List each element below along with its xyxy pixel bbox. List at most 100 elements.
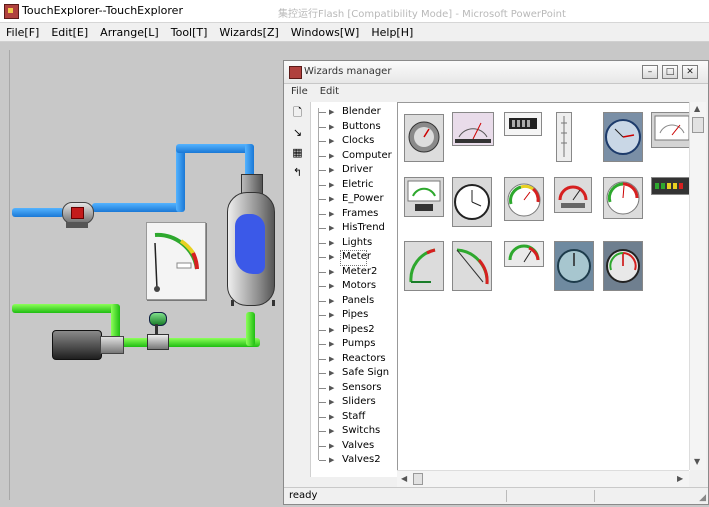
scroll-down-icon[interactable]: ▼ [694,457,701,466]
centrifugal-pump[interactable] [62,198,94,228]
widget-thumb[interactable] [556,112,572,162]
expand-arrow-icon[interactable]: ▶ [329,456,335,464]
widget-gallery[interactable] [397,102,693,471]
blue-pipe-top[interactable] [176,144,254,153]
blue-pipe-drop[interactable] [245,144,254,178]
widget-thumb[interactable] [504,112,542,136]
wizards-manager-titlebar[interactable]: Wizards manager – □ ✕ [284,61,708,84]
tree-branch [319,228,326,229]
scroll-left-icon[interactable]: ◀ [401,474,408,483]
widget-thumb[interactable] [452,112,494,146]
reactor-vessel[interactable] [227,174,275,306]
expand-arrow-icon[interactable]: ▶ [329,151,335,160]
blue-pipe-riser[interactable] [176,146,185,212]
expand-arrow-icon[interactable]: ▶ [329,166,335,174]
expand-arrow-icon[interactable]: ▶ [329,296,335,305]
green-pipe-down[interactable] [111,304,120,342]
widget-thumb[interactable] [404,241,444,291]
widget-thumb[interactable] [452,177,492,227]
expand-arrow-icon[interactable]: ▶ [329,427,335,435]
expand-arrow-icon[interactable]: ▶ [329,311,335,319]
blue-pipe-inlet[interactable] [12,208,64,217]
green-pipe-riser[interactable] [246,312,255,346]
category-tree[interactable]: ▶Blender▶Buttons▶Clocks▶Computer▶Driver▶… [310,102,397,477]
expand-arrow-icon[interactable]: ▶ [329,122,335,131]
widget-thumb[interactable] [504,177,544,221]
tree-connector [318,108,319,460]
resize-grip-icon[interactable]: ◢ [699,493,706,503]
palette-button[interactable]: ▦ [290,145,305,160]
expand-arrow-icon[interactable]: ▶ [329,325,335,334]
expand-arrow-icon[interactable]: ▶ [329,253,335,261]
curve-button[interactable]: ↰ [290,165,305,180]
expand-arrow-icon[interactable]: ▶ [329,441,335,450]
new-page-button[interactable]: 🗋 [290,105,305,120]
electric-motor[interactable] [52,330,124,360]
expand-arrow-icon[interactable]: ▶ [329,108,335,116]
gallery-vertical-scrollbar[interactable]: ▲ ▼ [689,102,706,470]
category-label: Frames [342,207,379,219]
tree-branch [319,257,326,258]
expand-arrow-icon[interactable]: ▶ [329,354,335,363]
green-pipe-top[interactable] [12,304,118,313]
horizontal-scroll-thumb[interactable] [413,473,423,485]
expand-arrow-icon[interactable]: ▶ [329,238,335,247]
category-label: Driver [342,164,373,175]
expand-arrow-icon[interactable]: ▶ [329,195,335,203]
widget-thumb[interactable] [651,112,693,148]
widget-thumb[interactable] [603,112,643,162]
widget-thumb[interactable] [404,177,444,217]
expand-arrow-icon[interactable]: ▶ [329,267,335,276]
tree-branch [319,445,326,447]
wm-menu-file[interactable]: File [291,86,308,97]
menu-wizards[interactable]: Wizards[Z] [219,26,279,39]
wizards-manager-window[interactable]: Wizards manager – □ ✕ File Edit 🗋 ↘ ▦ ↰ ▶… [283,60,709,505]
widget-thumb[interactable] [603,177,643,219]
vertical-scroll-thumb[interactable] [692,117,704,133]
widget-thumb[interactable] [554,177,592,213]
quarter-meter-icon [409,248,436,283]
expand-arrow-icon[interactable]: ▶ [329,369,335,377]
menu-edit[interactable]: Edit[E] [51,26,89,39]
expand-arrow-icon[interactable]: ▶ [329,383,335,392]
menu-help[interactable]: Help[H] [371,26,414,39]
expand-arrow-icon[interactable]: ▶ [329,398,335,406]
flow-valve[interactable] [147,312,169,352]
expand-arrow-icon[interactable]: ▶ [329,180,335,189]
minimize-button[interactable]: – [642,65,658,79]
scroll-right-icon[interactable]: ▶ [677,474,684,483]
category-label: Pumps [342,338,376,349]
widget-thumb[interactable] [452,241,492,291]
scroll-up-icon[interactable]: ▲ [694,104,701,113]
wizards-toolbar: 🗋 ↘ ▦ ↰ [288,105,308,193]
green-pipe-bottom[interactable] [120,338,260,347]
tree-branch [319,271,326,273]
menu-windows[interactable]: Windows[W] [290,26,360,39]
app-title: TouchExplorer--TouchExplorer [22,4,183,17]
expand-arrow-icon[interactable]: ▶ [329,209,335,218]
blue-pipe-mid[interactable] [92,203,182,212]
menu-tool[interactable]: Tool[T] [170,26,208,39]
gallery-horizontal-scrollbar[interactable]: ◀ ▶ [397,470,689,487]
category-label: E_Power [342,193,384,204]
widget-thumb[interactable] [651,177,691,195]
tree-branch [319,344,326,345]
expand-arrow-icon[interactable]: ▶ [329,412,335,421]
expand-arrow-icon[interactable]: ▶ [329,340,335,348]
expand-arrow-icon[interactable]: ▶ [329,282,335,290]
widget-thumb[interactable] [404,114,444,162]
tree-branch [319,286,326,287]
close-button[interactable]: ✕ [682,65,698,79]
pointer-button[interactable]: ↘ [290,125,305,140]
expand-arrow-icon[interactable]: ▶ [329,224,335,232]
menu-file[interactable]: File[F] [6,26,40,39]
menu-arrange[interactable]: Arrange[L] [100,26,159,39]
white-panel-meter-icon [654,115,690,141]
widget-thumb[interactable] [504,241,544,267]
meter-widget[interactable] [146,222,206,300]
expand-arrow-icon[interactable]: ▶ [329,137,335,145]
widget-thumb[interactable] [554,241,594,291]
widget-thumb[interactable] [603,241,643,291]
maximize-button[interactable]: □ [662,65,678,79]
wm-menu-edit[interactable]: Edit [319,86,340,97]
